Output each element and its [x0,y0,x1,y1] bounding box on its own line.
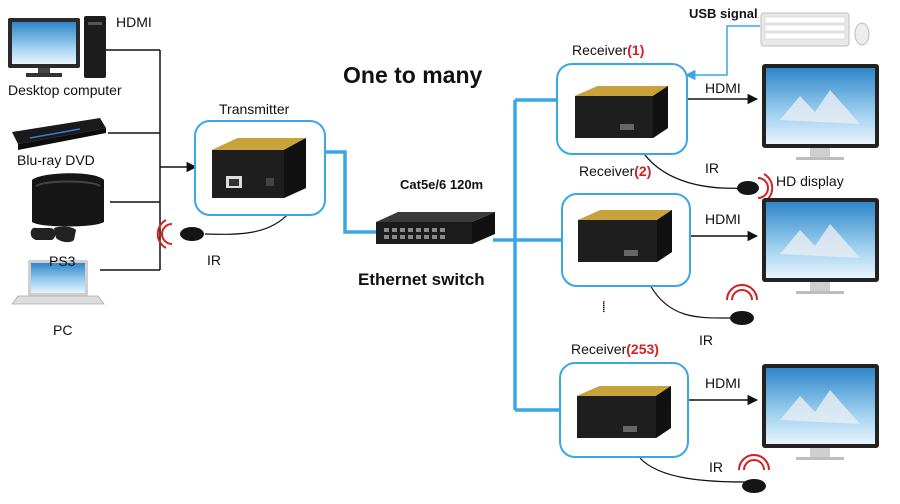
receiver-253-number: (253) [626,341,659,357]
receiver-1-hdmi-label: HDMI [705,80,741,96]
receiver-2-ir-label: IR [699,332,713,348]
hd-display-253-icon [762,364,879,460]
laptop-icon [11,260,105,305]
hd-display-1-icon [762,64,879,160]
receiver-1-prefix: Receiver [572,42,628,58]
receiver-1-frame [556,63,688,155]
keyboard-icon [760,12,850,47]
bluray-label: Blu-ray DVD [17,152,95,168]
cat-cable-switch-to-receivers [493,98,563,412]
transmitter-ir-sensor-icon [156,219,204,249]
cable-spec-label: Cat5e/6 120m [400,177,484,192]
transmitter-frame [194,120,326,216]
transmitter-ir-cable [204,211,291,235]
diagram-title: One to many [343,62,483,88]
cat-cable-transmitter-to-switch [322,150,395,234]
bluray-player-icon [12,118,106,150]
source-bus-lines [100,49,198,271]
ps3-label: PS3 [49,253,76,269]
hd-display-2-icon [762,198,879,294]
receiver-253-hdmi-label: HDMI [705,375,741,391]
receiver-1-ir-label: IR [705,160,719,176]
desktop-computer-icon [8,16,106,78]
receiver-1-label: Receiver(1) [572,42,644,58]
pc-label: PC [53,322,73,338]
receiver-ellipsis: ...... [600,300,616,312]
source-hdmi-label: HDMI [116,14,152,30]
receiver-ir-cables [639,147,746,483]
ps3-console-icon [30,173,104,243]
desktop-computer-label: Desktop computer [8,82,122,98]
receiver-253-ir-sensor-icon [738,454,770,493]
receiver-2-hdmi-label: HDMI [705,211,741,227]
receiver-253-frame [559,362,689,458]
receiver-1-ir-sensor-icon [737,173,774,203]
receiver-253-label: Receiver(253) [571,341,659,357]
usb-signal-line [684,25,760,81]
switch-label: Ethernet switch [358,270,485,289]
ethernet-switch-icon [376,212,495,244]
receiver-253-ir-label: IR [709,459,723,475]
receiver-1-number: (1) [627,42,645,58]
transmitter-ir-label: IR [207,252,221,268]
receiver-253-prefix: Receiver [571,341,627,357]
mouse-icon [854,22,870,46]
receiver-2-frame [561,193,691,287]
transmitter-label: Transmitter [219,101,290,117]
receiver-2-prefix: Receiver [579,163,635,179]
receiver-2-label: Receiver(2) [579,163,651,179]
hd-display-label: HD display [776,173,844,189]
receiver-2-ir-sensor-icon [726,284,758,325]
receiver-2-number: (2) [634,163,652,179]
receiver-hdmi-arrows [687,93,759,406]
usb-signal-label: USB signal [689,6,758,21]
